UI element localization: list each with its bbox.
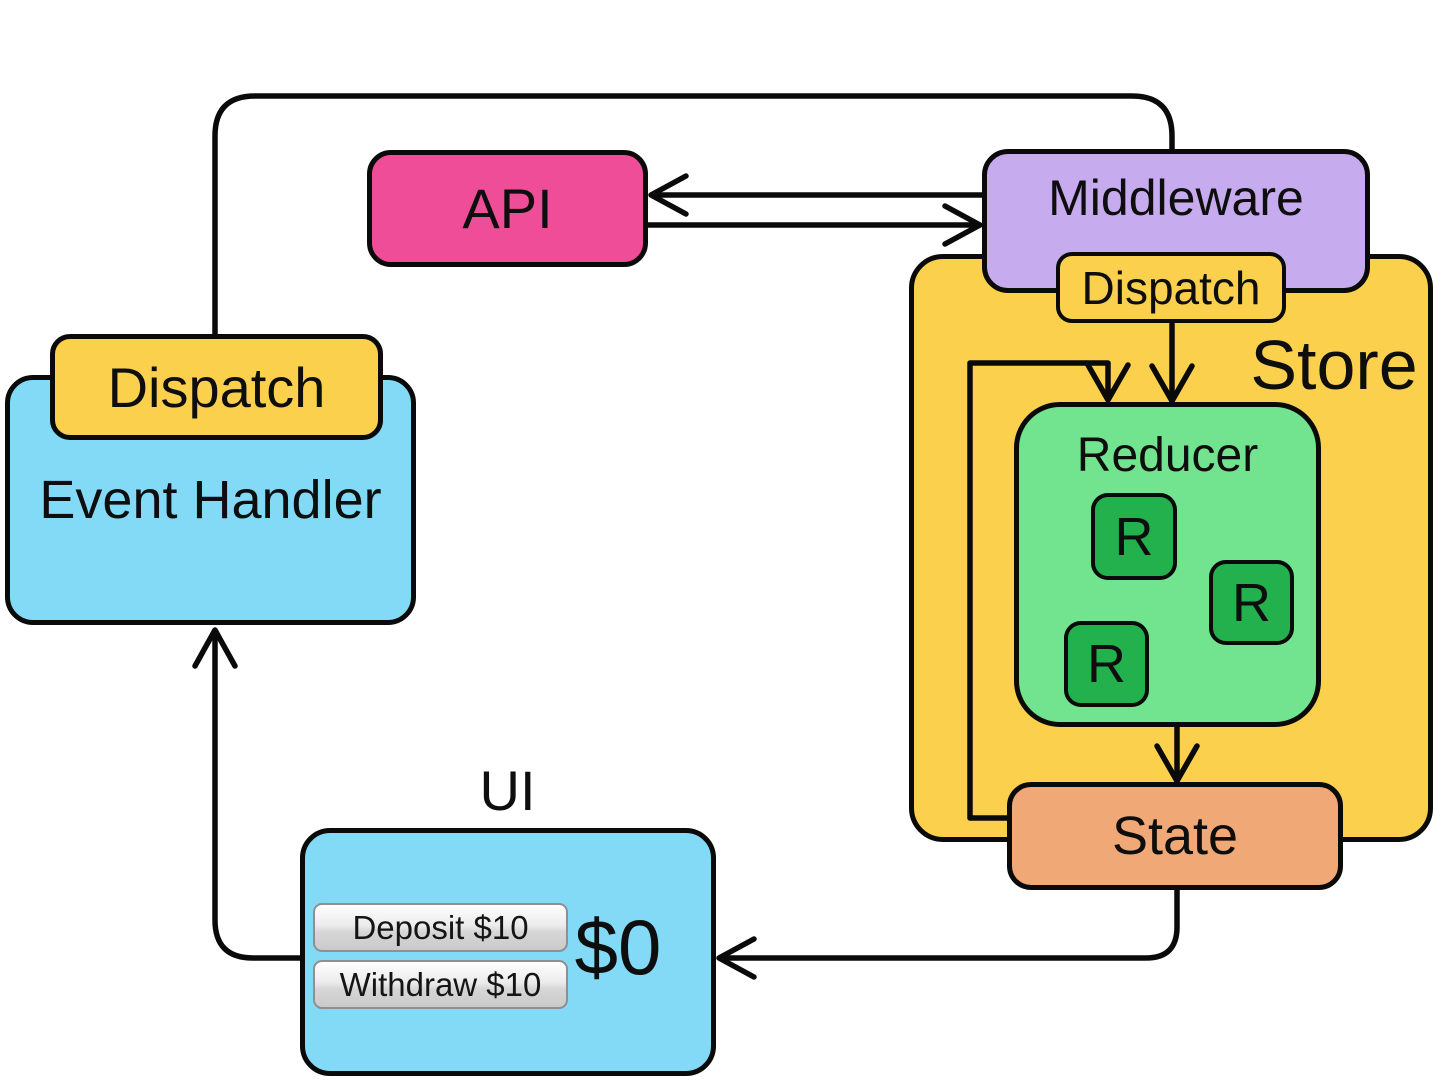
event-handler-box: Event Handler: [5, 375, 416, 625]
state-box: State: [1007, 782, 1343, 890]
ui-box: Deposit $10 Withdraw $10: [300, 828, 716, 1076]
sub-reducer-2: R: [1209, 560, 1294, 645]
arrowhead-at-state: [1154, 743, 1200, 784]
withdraw-button[interactable]: Withdraw $10: [313, 960, 568, 1009]
wire-dispatch-to-middleware: [212, 93, 1175, 348]
store-label: Store: [1250, 326, 1418, 404]
store-dispatch-box: Dispatch: [1056, 252, 1286, 323]
event-handler-label: Event Handler: [39, 470, 382, 530]
event-dispatch-label: Dispatch: [107, 355, 326, 419]
deposit-button[interactable]: Deposit $10: [313, 903, 568, 952]
wire-state-feedback-to-reducer: [967, 360, 1111, 821]
sub-reducer-3: R: [1064, 621, 1149, 707]
ui-label: UI: [479, 758, 536, 822]
state-label: State: [1111, 806, 1239, 866]
arrowhead-at-middleware: [942, 203, 983, 247]
api-label: API: [462, 177, 553, 240]
arrowhead-feedback-reducer: [1085, 362, 1131, 403]
arrowhead-dispatch-reducer: [1149, 363, 1195, 404]
wire-ui-to-event-handler: [212, 630, 306, 961]
arrowhead-at-ui: [716, 936, 757, 980]
sub-reducer-1: R: [1091, 493, 1177, 580]
store-dispatch-label: Dispatch: [1081, 261, 1261, 314]
middleware-label: Middleware: [1048, 170, 1304, 226]
balance-value: $0: [574, 902, 662, 991]
arrowhead-at-event-handler: [192, 627, 238, 669]
api-box: API: [367, 150, 648, 267]
reducer-label: Reducer: [1076, 428, 1259, 482]
arrowhead-at-api: [648, 173, 689, 217]
event-dispatch-box: Dispatch: [50, 334, 383, 440]
wire-state-to-ui: [718, 886, 1180, 961]
